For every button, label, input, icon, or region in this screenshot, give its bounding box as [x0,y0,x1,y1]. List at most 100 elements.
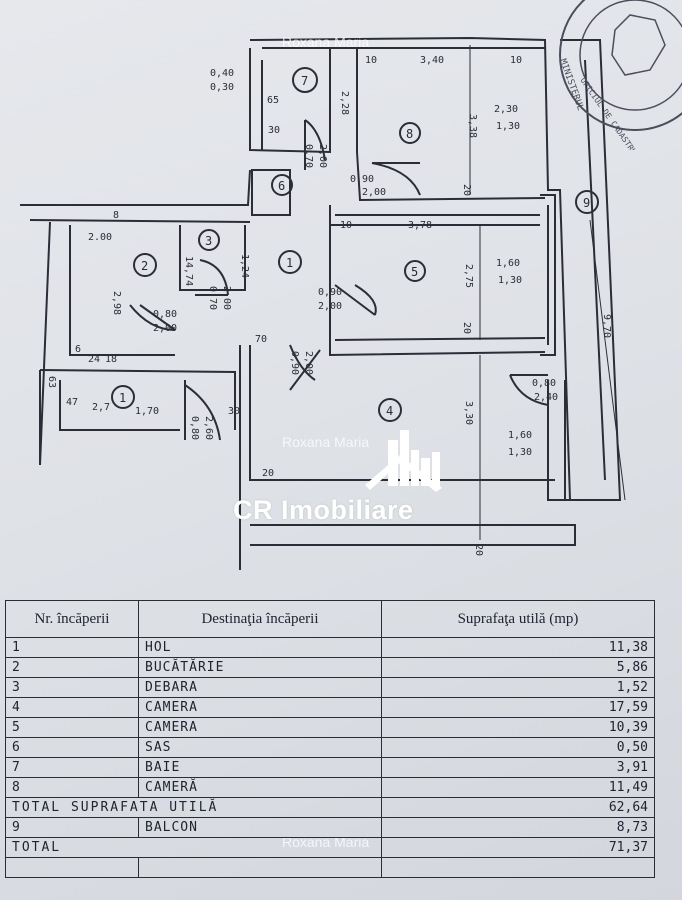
room-number-7: 7 [301,74,308,88]
dim: 1,30 [508,447,532,458]
room-area: 11,38 [381,637,655,658]
table-row-empty [5,857,655,878]
dim: 6 [75,344,81,355]
dim: 0,90 [318,287,342,298]
dim: 0,30 [210,82,234,93]
dim: 47 [66,397,78,408]
room-number-8: 8 [406,127,413,141]
room-area: 1,52 [381,677,655,698]
empty-cell [138,857,382,878]
room-number-3: 3 [205,234,212,248]
dim: 1,30 [498,275,522,286]
dim: 2,40 [534,392,558,403]
room-area: 8,73 [381,817,655,838]
dim: 2,00 [303,351,314,375]
dim: 3,30 [463,401,474,425]
dim: 0,70 [303,144,314,168]
room-area: 3,91 [381,757,655,778]
table-row: 1 HOL 11,38 [5,637,655,658]
total-useful-label: TOTAL SUPRAFATA UTILĂ [5,797,382,818]
dim: 0,90 [350,174,374,185]
room-destination: CAMERĂ [138,777,382,798]
table-row: 2 BUCĂTĂRIE 5,86 [5,657,655,678]
watermark-text: Roxana Maria [282,34,370,50]
room-nr: 4 [5,697,139,718]
empty-cell [381,857,655,878]
room-area: 17,59 [381,697,655,718]
dim: 20 [473,544,484,556]
dim: 14,74 [183,256,194,286]
room-nr: 3 [5,677,139,698]
outer-wall [249,36,571,501]
room-area: 10,39 [381,717,655,738]
room-destination: HOL [138,637,382,658]
dim: 10 [365,55,377,66]
table-header-row: Nr. încăperii Destinaţia încăperii Supra… [5,600,655,638]
room-destination: BUCĂTĂRIE [138,657,382,678]
table-row: 8 CAMERĂ 11,49 [5,777,655,798]
room-destination: BALCON [138,817,382,838]
total-row: TOTAL 71,37 [5,837,655,858]
room-number-5: 5 [411,265,418,279]
room-nr: 5 [5,717,139,738]
dim: 2,28 [339,91,350,115]
dim: 10 [340,220,352,231]
total-label: TOTAL [5,837,382,858]
room-area: 5,86 [381,657,655,678]
dim: 3,40 [420,55,444,66]
dim: 8 [113,210,119,221]
table-row: 9 BALCON 8,73 [5,817,655,838]
dim: 63 [46,376,57,388]
dim: 1,24 [239,254,250,278]
dim: 2,00 [221,286,232,310]
dim: 1,70 [135,406,159,417]
dim: 2,00 [362,187,386,198]
dim: 0,80 [532,378,556,389]
dim: 65 [267,95,279,106]
column-header: Destinaţia încăperii [138,600,382,638]
room-number-4: 4 [386,404,393,418]
dim: 30 [228,406,240,417]
room-number-9: 9 [583,196,590,210]
dim: 70 [255,334,267,345]
dim: 1,60 [496,258,520,269]
column-header: Nr. încăperii [5,600,139,638]
table-row: 4 CAMERA 17,59 [5,697,655,718]
dim: 2,60 [203,416,214,440]
coat-of-arms-icon [611,14,666,76]
total-value: 71,37 [381,837,655,858]
room-number-2: 2 [141,259,148,273]
room-number-1: 1 [286,256,293,270]
dim: 20 [262,468,274,479]
total-useful-value: 62,64 [381,797,655,818]
dim: 0,80 [189,416,200,440]
room-area: 11,49 [381,777,655,798]
dim: 18 [105,354,117,365]
dim: 0,80 [153,309,177,320]
dim: 0,90 [289,351,300,375]
room-nr: 7 [5,757,139,778]
room-area: 0,50 [381,737,655,758]
dim: 9,70 [601,314,612,338]
dim: 0,40 [210,68,234,79]
dim: 1,30 [496,121,520,132]
dim: 2,00 [153,323,177,334]
dim: 3,78 [408,220,432,231]
dim: 2,98 [111,291,122,315]
dim: 2,75 [463,264,474,288]
room-destination: SAS [138,737,382,758]
room-nr: 6 [5,737,139,758]
empty-cell [5,857,139,878]
room-nr: 2 [5,657,139,678]
dim: 2,00 [317,144,328,168]
dim: 2,00 [318,301,342,312]
floor-plan: 7 8 6 3 2 1 5 1 4 9 0,40 0,30 65 30 2,28… [20,36,626,570]
room-nr: 1 [5,637,139,658]
area-table: Nr. încăperii Destinaţia încăperii Supra… [5,600,655,878]
cadastre-stamp: MINISTERUL OFICIUL DE CADASTRU [557,0,682,150]
dim: 0,70 [207,286,218,310]
table-row: 7 BAIE 3,91 [5,757,655,778]
room-destination: BAIE [138,757,382,778]
table-row: 3 DEBARA 1,52 [5,677,655,698]
dim: 30 [268,125,280,136]
